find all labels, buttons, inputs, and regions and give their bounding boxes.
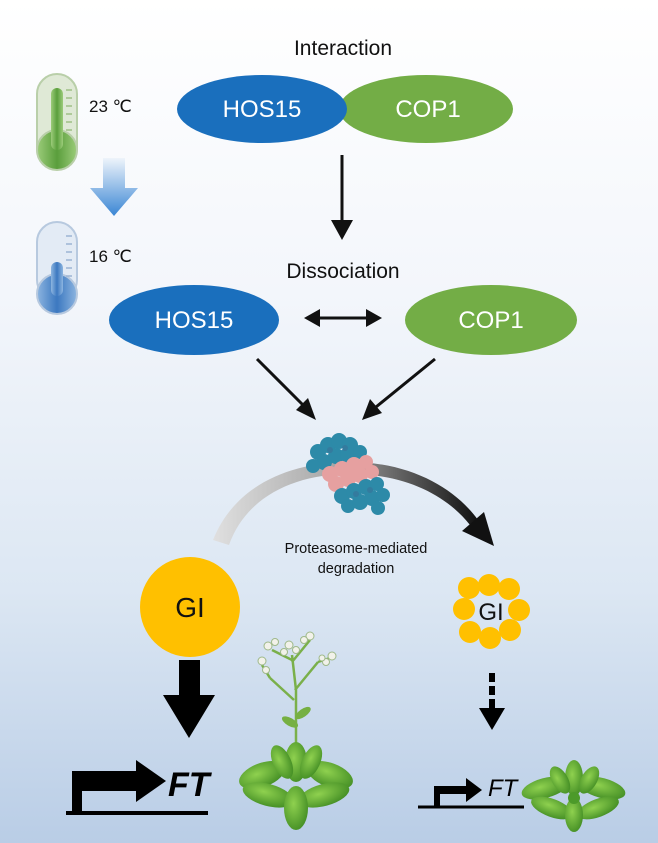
cooling-arrow-icon xyxy=(90,158,138,216)
proteasome-label-line1: Proteasome-mediated xyxy=(285,541,428,557)
transition-arrow xyxy=(331,155,353,240)
ft-gene-weak-icon xyxy=(418,778,524,809)
hos15-to-proteasome-arrow xyxy=(255,357,316,420)
ft-label-right: FT xyxy=(488,775,520,802)
thermometer-cold-icon xyxy=(36,221,78,315)
rosette-plant-icon xyxy=(521,760,626,832)
proteasome-label-line2: degradation xyxy=(318,561,395,577)
proteasome-icon xyxy=(306,433,390,515)
hos15-label-middle: HOS15 xyxy=(155,307,234,334)
cop1-ellipse-top xyxy=(339,75,513,143)
cop1-ellipse-middle xyxy=(405,285,577,355)
cop1-to-proteasome-arrow xyxy=(362,357,436,420)
hos15-ellipse-middle xyxy=(109,285,279,355)
gi-degraded-fragments xyxy=(453,574,530,649)
gi-circle-left xyxy=(140,557,240,657)
degradation-arc xyxy=(213,462,494,546)
ft-label-left: FT xyxy=(168,766,213,804)
interaction-title: Interaction xyxy=(294,37,392,60)
hos15-label-top: HOS15 xyxy=(223,96,302,123)
temperature-cold-label: 16 ℃ xyxy=(89,247,132,266)
cop1-label-top: COP1 xyxy=(395,96,460,123)
temperature-warm-label: 23 ℃ xyxy=(89,97,132,116)
hos15-ellipse-top xyxy=(177,75,347,143)
flowering-plant-icon xyxy=(239,631,353,830)
thermometer-warm-icon xyxy=(36,73,78,171)
strong-induction-arrow xyxy=(163,660,215,738)
gi-label-right: GI xyxy=(478,599,503,626)
ft-gene-strong-icon xyxy=(66,760,208,815)
weak-induction-arrow xyxy=(479,673,505,730)
dissociation-title: Dissociation xyxy=(286,260,399,283)
gi-label-left: GI xyxy=(175,592,205,623)
dissociation-double-arrow xyxy=(304,309,382,327)
cop1-label-middle: COP1 xyxy=(458,307,523,334)
